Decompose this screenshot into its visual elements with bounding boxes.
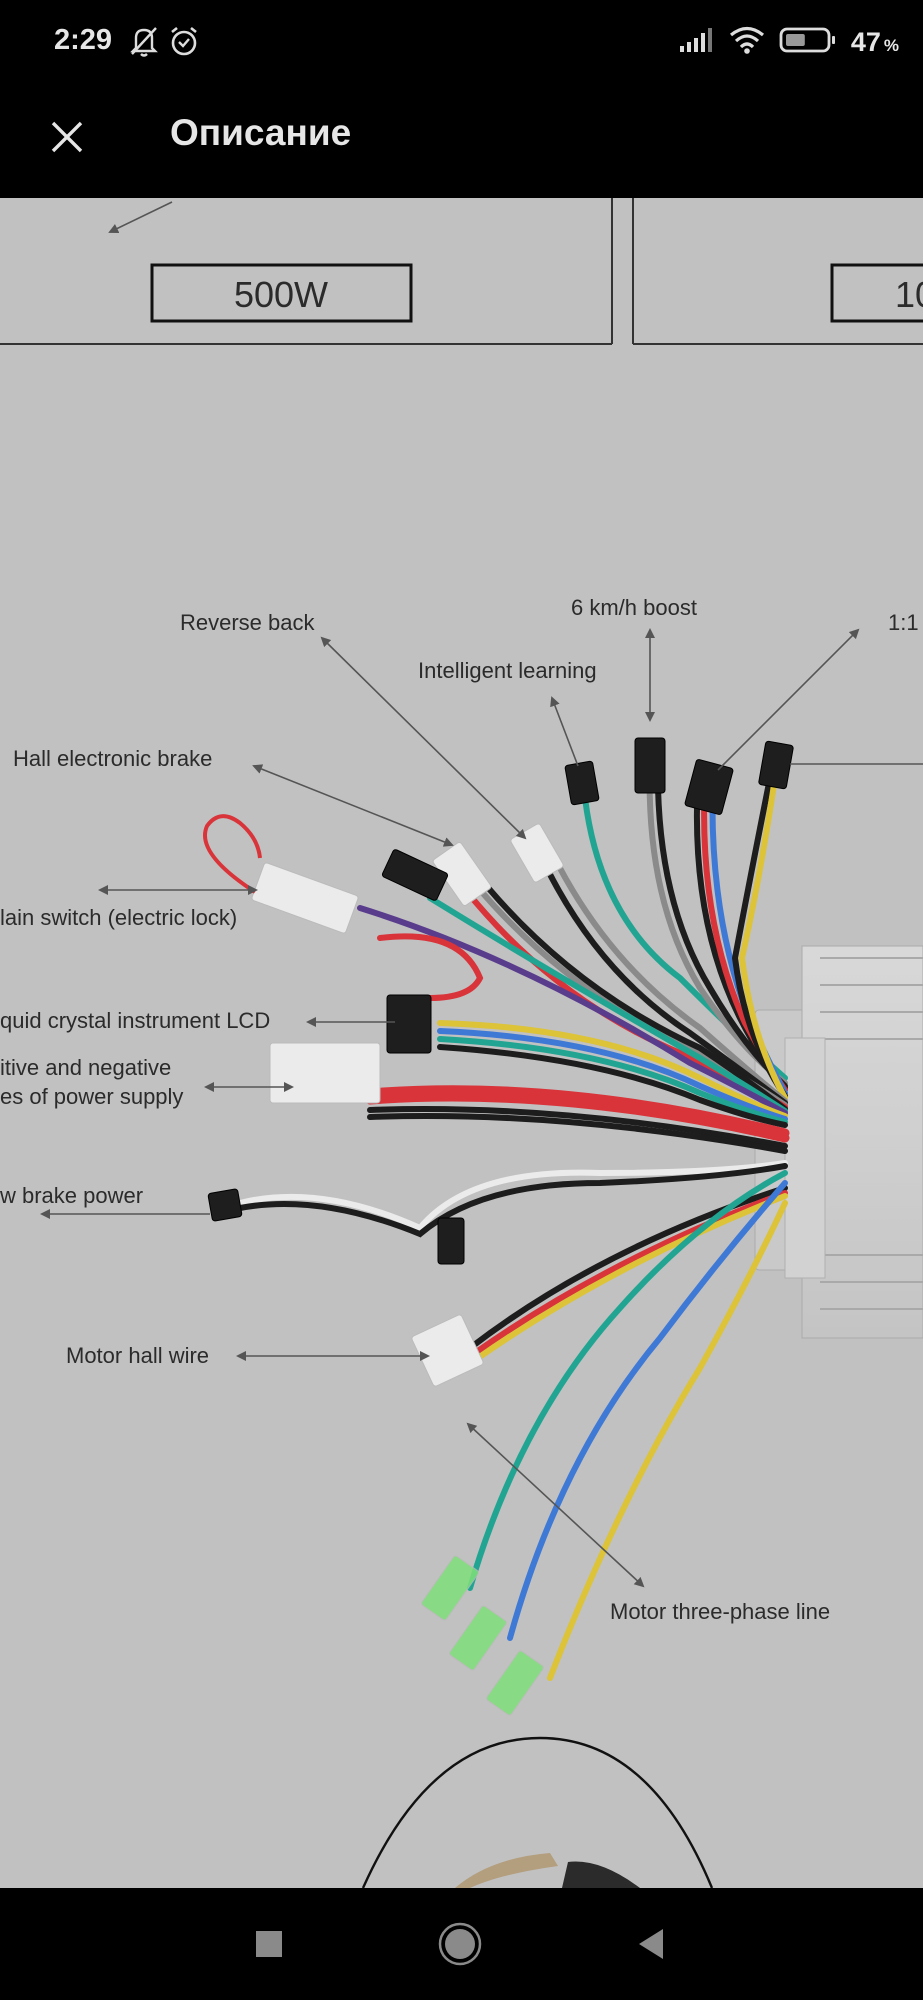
wire-black <box>367 1106 788 1149</box>
wire-red <box>472 1190 788 1356</box>
main-switch-loop <box>203 814 262 894</box>
terminal-connector <box>449 1605 507 1671</box>
next-image-preview <box>361 1736 714 1888</box>
wire-black <box>532 840 788 1106</box>
status-bar: 2:29 47% <box>0 0 923 86</box>
wire-black <box>654 755 788 1089</box>
recents-icon <box>256 1931 282 1957</box>
close-button[interactable] <box>38 108 96 166</box>
navigation-bar <box>0 1888 923 2000</box>
product-image[interactable]: 500W 10 Reverse back 6 km/h boost <box>0 198 923 1888</box>
page-title: Описание <box>170 112 352 153</box>
label-brake-power-text: w brake power <box>0 1183 143 1208</box>
label-three-phase: Motor three-phase line <box>466 1422 830 1624</box>
label-motor-hall-text: Motor hall wire <box>66 1343 209 1368</box>
wire-connector <box>432 841 492 907</box>
wire-connector <box>386 994 432 1054</box>
app-bar: Описание <box>0 86 923 198</box>
label-power-supply: itive and negative es of power supply <box>0 1055 294 1109</box>
back-button[interactable] <box>620 1914 680 1974</box>
battery-icon <box>779 26 837 59</box>
wiring-diagram: 500W 10 Reverse back 6 km/h boost <box>0 198 923 1888</box>
label-hall-brake-text: Hall electronic brake <box>13 746 212 771</box>
wire-red <box>365 1085 790 1138</box>
label-lcd: quid crystal instrument LCD <box>0 1008 395 1033</box>
wire-connector <box>437 1217 465 1265</box>
wire-connector <box>634 737 666 794</box>
wifi-icon <box>729 26 765 59</box>
label-boost: 6 km/h boost <box>571 595 697 722</box>
label-brake-power: w brake power <box>0 1183 210 1219</box>
wire-black <box>477 875 788 1112</box>
wire-connector <box>251 862 359 934</box>
bell-off-icon <box>128 24 160 63</box>
wire-connector <box>381 849 449 901</box>
wire-white <box>237 1160 788 1232</box>
label-hall-brake: Hall electronic brake <box>13 746 454 847</box>
terminal-connector <box>486 1650 544 1716</box>
home-button[interactable] <box>430 1914 490 1974</box>
label-boost-text: 6 km/h boost <box>571 595 697 620</box>
connectors <box>207 737 794 1716</box>
label-reverse-back-text: Reverse back <box>180 610 316 635</box>
wire-red <box>377 933 484 1001</box>
close-icon <box>51 121 83 153</box>
wire-yellow <box>475 1193 788 1361</box>
home-icon <box>438 1922 482 1966</box>
wire-gray <box>542 835 788 1104</box>
panel-label-500w: 500W <box>234 274 328 315</box>
wire-black <box>237 1163 788 1238</box>
wire-connector <box>758 740 794 790</box>
wire-connector <box>564 760 600 806</box>
label-motor-hall: Motor hall wire <box>66 1343 430 1368</box>
panel-second: 10 <box>632 198 923 345</box>
signal-icon <box>679 27 715 58</box>
panel-500w: 500W <box>0 198 613 345</box>
wire-teal <box>437 1036 788 1125</box>
label-main-switch-text: lain switch (electric lock) <box>0 905 237 930</box>
back-icon <box>639 1929 663 1959</box>
label-one-to-one-text: 1:1 <box>888 610 919 635</box>
battery-unit: % <box>883 36 899 55</box>
alarm-icon <box>168 24 200 63</box>
panel-label-second: 10 <box>895 274 923 315</box>
label-intelligent-learning: Intelligent learning <box>418 658 597 767</box>
label-lcd-text: quid crystal instrument LCD <box>0 1008 270 1033</box>
label-power-line2-text: es of power supply <box>0 1084 183 1109</box>
wire-connector <box>207 1188 243 1222</box>
wire-connector <box>411 1314 484 1387</box>
wire-black <box>367 1112 788 1154</box>
label-intelligent-learning-text: Intelligent learning <box>418 658 597 683</box>
label-main-switch: lain switch (electric lock) <box>0 885 258 930</box>
wire-black <box>437 1044 788 1128</box>
label-three-phase-text: Motor three-phase line <box>610 1599 830 1624</box>
wire-teal <box>427 895 788 1114</box>
controller-box <box>754 945 923 1339</box>
wire-red <box>365 1092 790 1143</box>
wire-blue <box>437 1028 788 1122</box>
wire-connector <box>269 1042 381 1104</box>
label-reverse-back: Reverse back <box>180 610 527 840</box>
wire-purple <box>357 905 788 1116</box>
recents-button[interactable] <box>239 1914 299 1974</box>
status-time: 2:29 <box>54 24 113 56</box>
label-one-to-one: 1:1 <box>717 610 923 771</box>
wire-yellow <box>437 1020 788 1119</box>
battery-percent: 47% <box>851 27 899 58</box>
label-power-line1-text: itive and negative <box>0 1055 171 1080</box>
battery-value: 47 <box>850 27 881 57</box>
wire-yellow <box>738 775 788 1101</box>
wire-black <box>731 775 788 1099</box>
wire-connector <box>684 759 734 815</box>
